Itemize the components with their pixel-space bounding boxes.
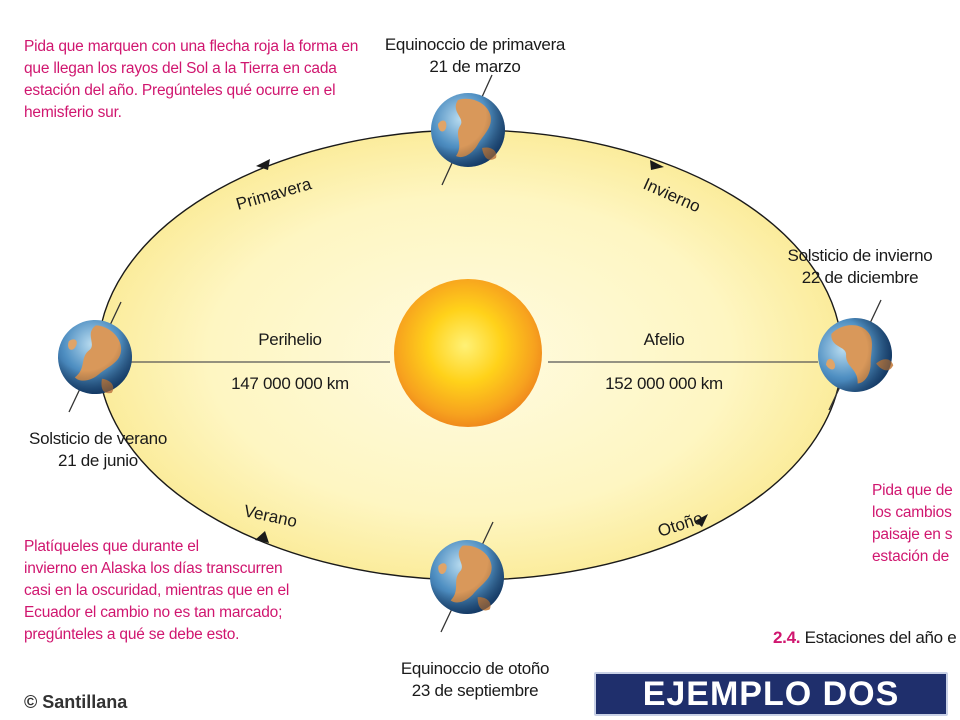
orbit-arrow-summer bbox=[255, 531, 269, 543]
note-right: Pida que de los cambios paisaje en s est… bbox=[872, 482, 953, 565]
note-bottom-left: Platíqueles que durante el invierno en A… bbox=[24, 538, 290, 643]
sun bbox=[394, 279, 542, 427]
aphelion-value: 152 000 000 km bbox=[605, 374, 723, 393]
earth-spring-equinox bbox=[431, 74, 505, 186]
label-summer-solstice: Solsticio de verano 21 de junio bbox=[29, 429, 167, 470]
earth-summer-solstice bbox=[47, 301, 143, 413]
figure-caption-text: Estaciones del año e bbox=[800, 628, 957, 647]
figure-caption: 2.4. Estaciones del año e bbox=[773, 628, 957, 648]
orbit-arrow-autumn bbox=[695, 514, 708, 527]
orbit-arrow-spring bbox=[256, 159, 270, 170]
orbit-arrow-winter bbox=[650, 160, 664, 170]
note-top-left: Pida que marquen con una flecha roja la … bbox=[24, 38, 359, 121]
earth-winter-solstice bbox=[804, 299, 906, 411]
figure-number: 2.4. bbox=[773, 628, 801, 647]
example-two-button[interactable]: EJEMPLO DOS bbox=[594, 672, 948, 716]
label-spring-equinox: Equinoccio de primavera 21 de marzo bbox=[384, 35, 566, 76]
perihelion-label: Perihelio bbox=[258, 330, 322, 349]
perihelion-value: 147 000 000 km bbox=[231, 374, 349, 393]
aphelion-label: Afelio bbox=[643, 330, 685, 349]
label-autumn-equinox: Equinoccio de otoño 23 de septiembre bbox=[400, 659, 550, 700]
label-winter-solstice: Solsticio de invierno 22 de diciembre bbox=[787, 246, 933, 287]
earth-autumn-equinox bbox=[424, 521, 510, 633]
copyright-text: © Santillana bbox=[24, 692, 128, 712]
